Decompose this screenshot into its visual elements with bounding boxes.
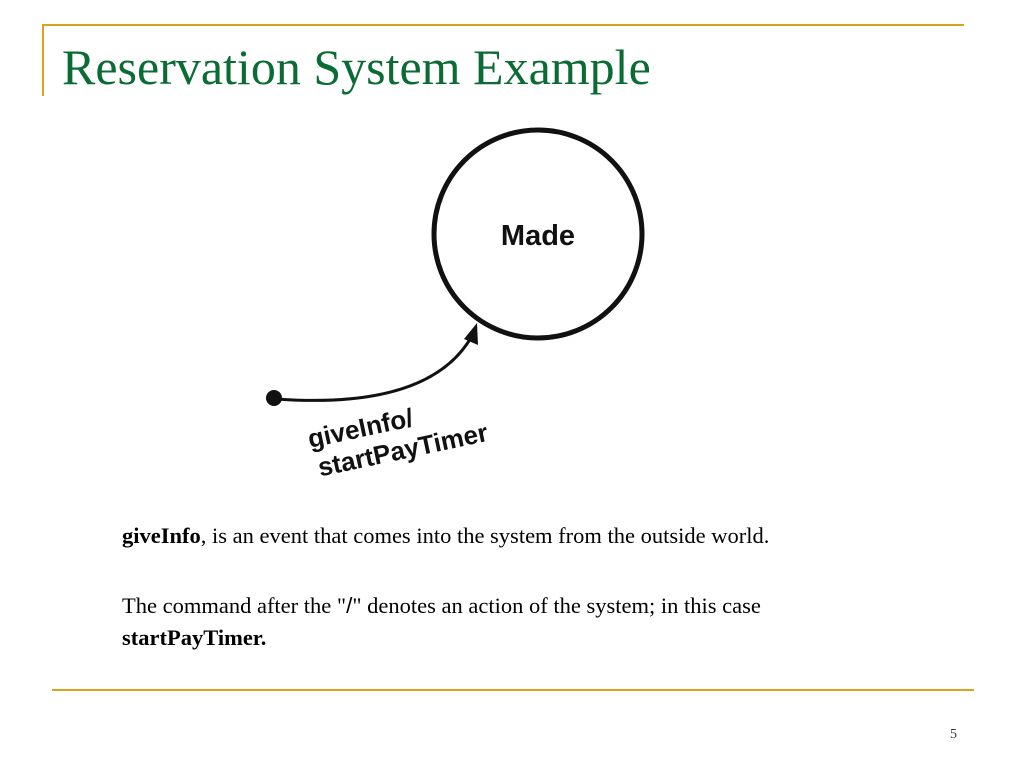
paragraph-action-post: " denotes an action of the system; in th…	[352, 593, 761, 618]
slash-symbol: /	[346, 593, 353, 618]
transition-arrow-line	[275, 335, 474, 402]
frame-bottom-rule	[52, 689, 974, 691]
state-diagram: Made giveInfo/ startPayTimer	[266, 127, 645, 482]
frame-top-rule	[42, 24, 964, 26]
state-made-circle	[431, 127, 645, 341]
term-startpaytimer: startPayTimer.	[122, 625, 267, 650]
frame-left-rule	[42, 24, 44, 96]
paragraph-action: The command after the "/" denotes an act…	[122, 590, 952, 654]
transition-label-group: giveInfo/ startPayTimer	[305, 402, 491, 482]
transition-arrowhead	[464, 323, 478, 345]
paragraph-event-text: , is an event that comes into the system…	[200, 523, 770, 548]
term-giveinfo: giveInfo	[122, 523, 201, 548]
paragraph-action-pre: The command after the "	[122, 593, 347, 618]
paragraph-event: giveInfo, is an event that comes into th…	[122, 520, 769, 552]
initial-state-dot	[266, 390, 282, 406]
slide-title: Reservation System Example	[62, 39, 651, 95]
state-made-label: Made	[501, 220, 575, 252]
slide-number: 5	[950, 727, 957, 742]
